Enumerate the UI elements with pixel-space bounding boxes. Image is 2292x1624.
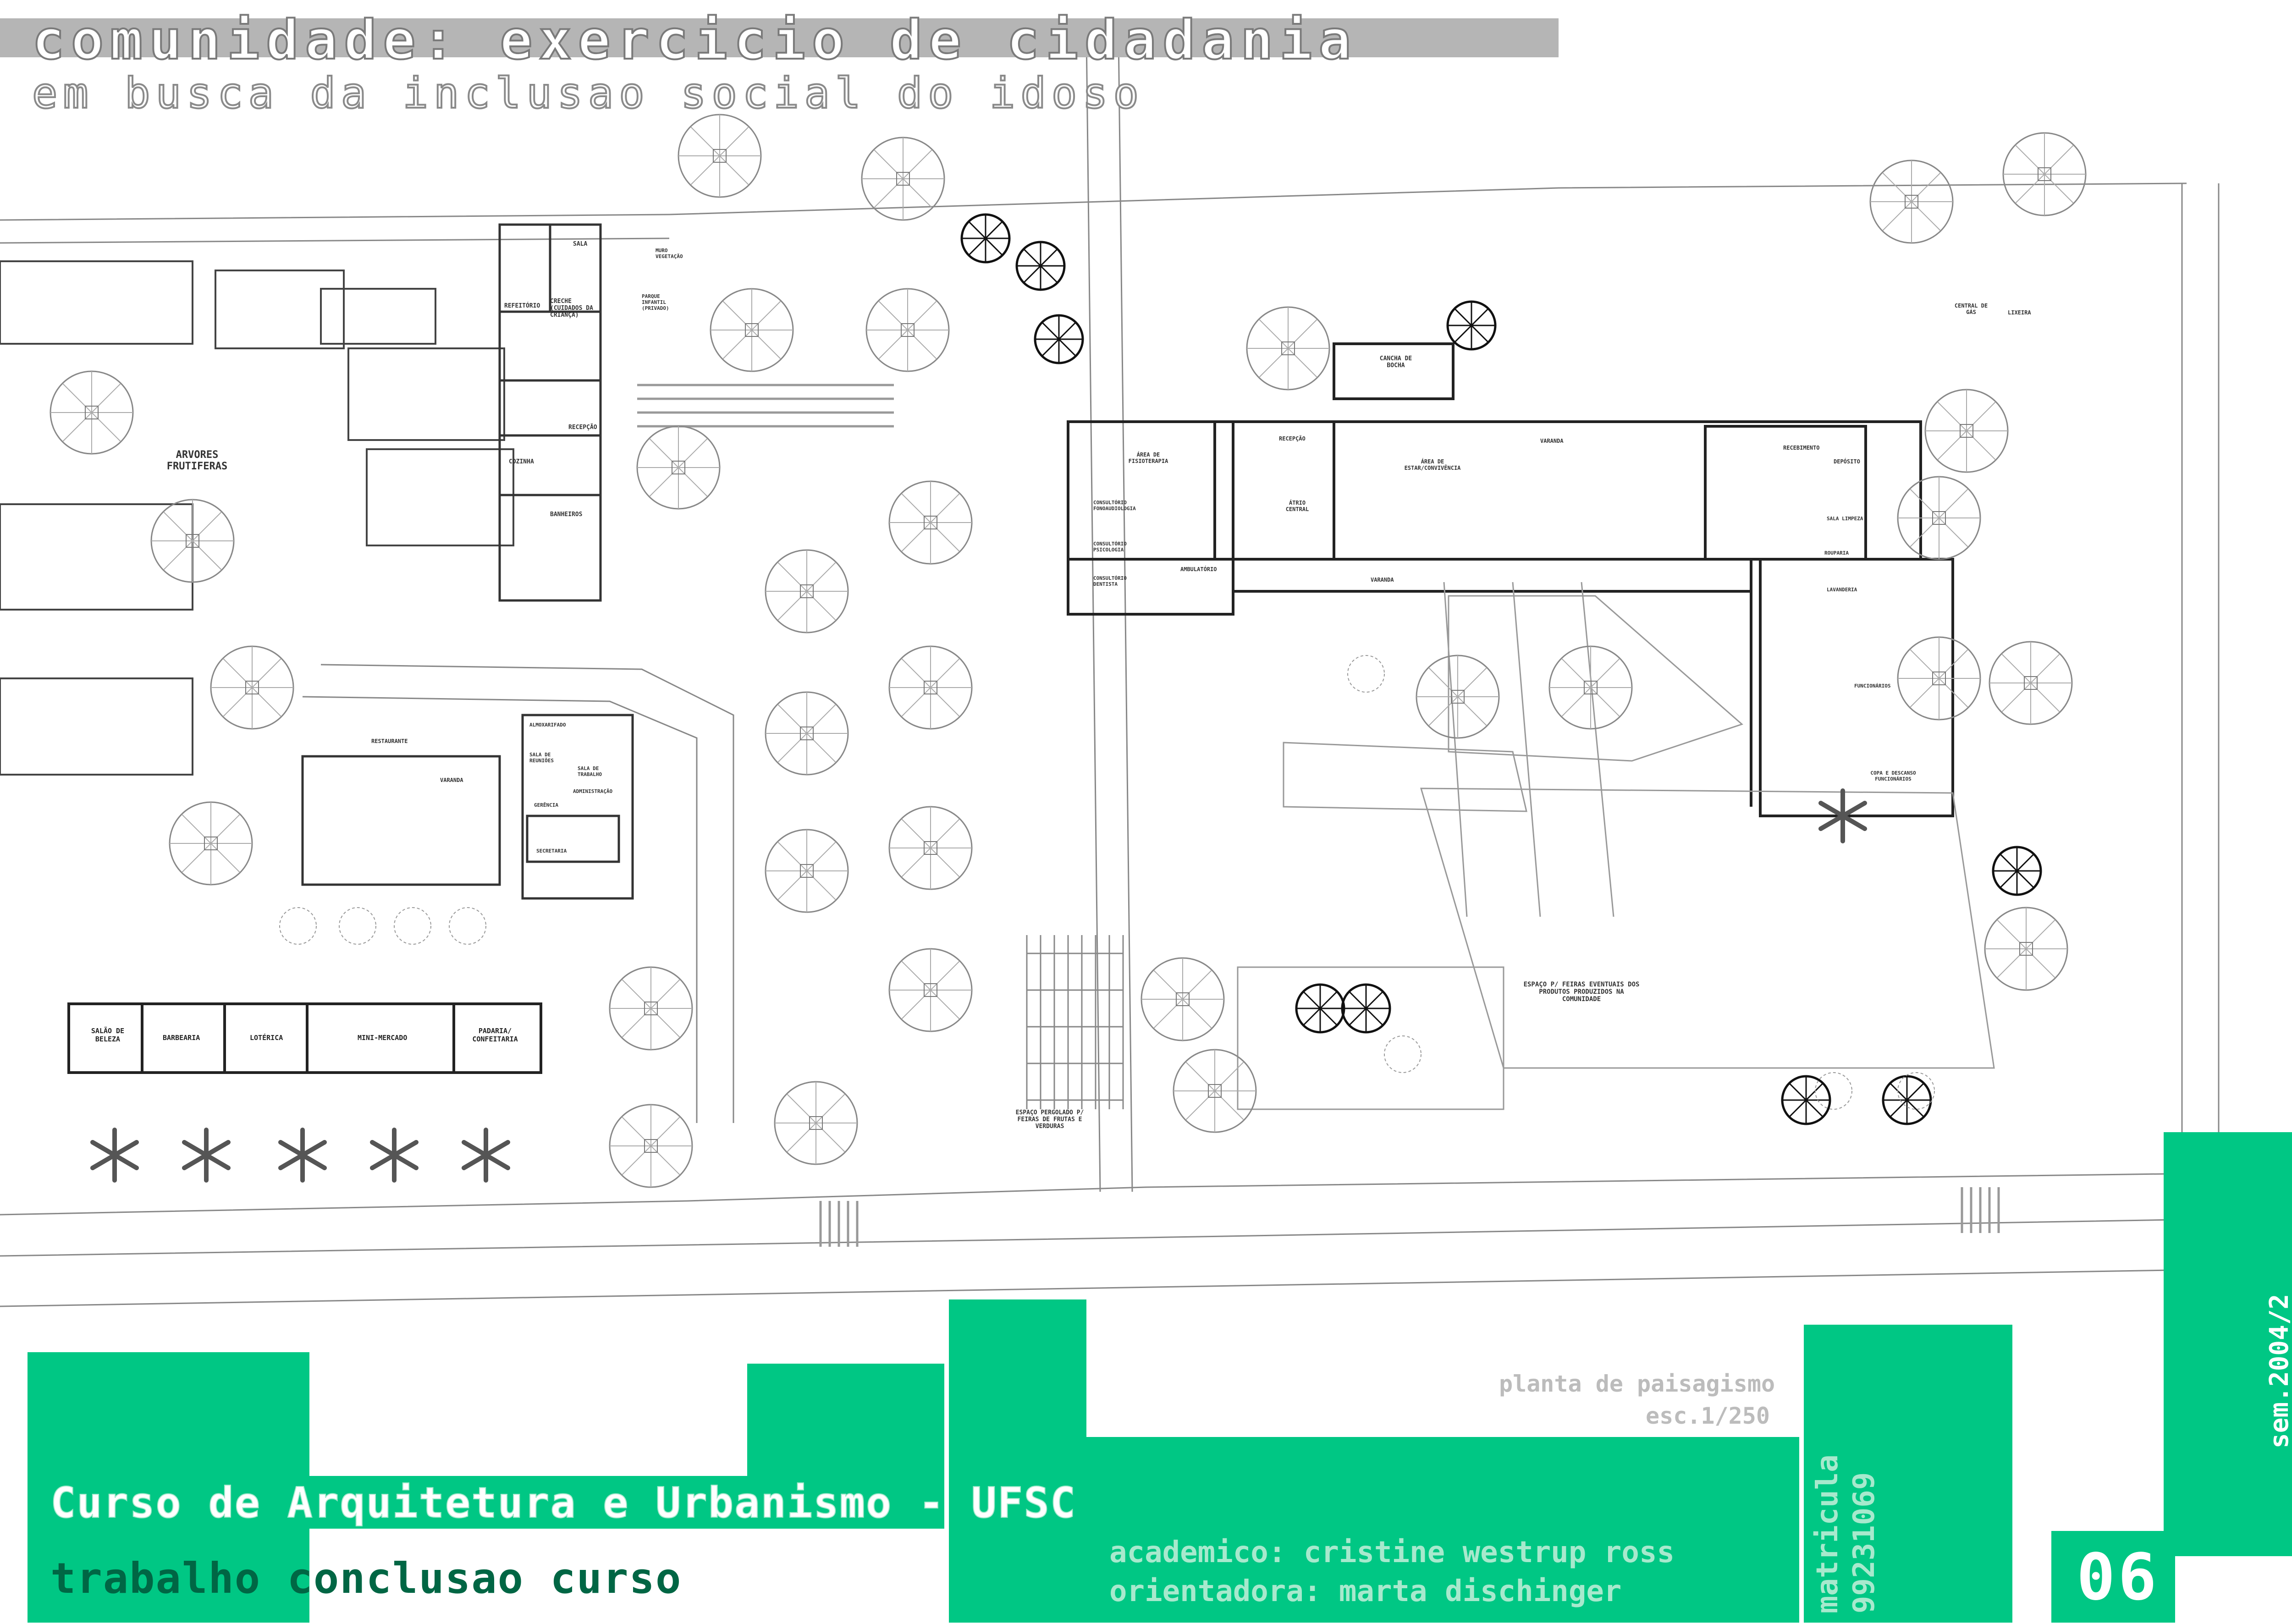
- label-sala-reunioes: SALA DE REUNIÕES: [529, 752, 554, 764]
- matricula-label: matricula: [1811, 1454, 1845, 1613]
- sheet-title: planta de paisagismo: [1499, 1371, 1775, 1397]
- matricula-number: 99231069: [1847, 1472, 1881, 1613]
- label-banheiros: BANHEIROS: [550, 511, 583, 518]
- courtyard: [1237, 582, 1995, 1110]
- label-muro: MURO VEGETAÇÃO: [656, 248, 683, 259]
- label-consult-dent: CONSULTÓRIO DENTISTA: [1093, 575, 1127, 587]
- label-consult-psico: CONSULTÓRIO PSICOLOGIA: [1093, 541, 1127, 553]
- label-area-fisio: ÁREA DE FISIOTERAPIA: [1128, 451, 1168, 464]
- label-rouparia: ROUPARIA: [1824, 550, 1849, 556]
- admin-restaurant-building: [301, 714, 634, 900]
- label-ambulatorio: AMBULATÓRIO: [1180, 566, 1217, 573]
- footer-block-tall: [949, 1299, 1086, 1623]
- label-loterica: LOTÉRICA: [250, 1034, 283, 1042]
- footer-block-course: [28, 1476, 944, 1529]
- label-sala: SALA: [573, 241, 588, 248]
- course-name: Curso de Arquitetura e Urbanismo - UFSC: [50, 1478, 1077, 1528]
- label-sala-trabalho: SALA DE TRABALHO: [578, 765, 602, 777]
- label-salao-beleza: SALÃO DE BELEZA: [91, 1027, 125, 1043]
- label-espaco-pergolado: ESPAÇO PERGOLADO P/ FEIRAS DE FRUTAS E V…: [1015, 1109, 1084, 1130]
- label-area-estar: ÁREA DE ESTAR/CONVIVÊNCIA: [1404, 458, 1461, 471]
- label-recebimento: RECEBIMENTO: [1783, 445, 1820, 451]
- label-lavanderia: LAVANDERIA: [1827, 587, 1857, 593]
- roads: [0, 36, 2220, 1329]
- footer-block-wide: [1086, 1437, 1799, 1623]
- label-central-gas: CENTRAL DE GÁS: [1954, 303, 1988, 315]
- label-parque: PARQUE INFANTIL (PRIVADO): [642, 293, 669, 311]
- footer-block-mid: [747, 1364, 944, 1478]
- crosswalks: [637, 384, 2000, 1247]
- shops-building: [67, 1002, 542, 1074]
- label-lixeira: LIXEIRA: [2008, 309, 2031, 316]
- shrubs: [279, 655, 1935, 1110]
- label-varanda-norte: VARANDA: [1540, 438, 1564, 444]
- label-barbearia: BARBEARIA: [163, 1034, 200, 1042]
- label-restaurante: RESTAURANTE: [371, 738, 408, 744]
- label-funcionarios: FUNCIONÁRIOS: [1854, 683, 1891, 689]
- label-espaco-feiras: ESPAÇO P/ FEIRAS EVENTUAIS DOS PRODUTOS …: [1523, 981, 1640, 1003]
- advisor-name: orientadora: marta dischinger: [1109, 1574, 1622, 1608]
- label-recepcao-creche: RECEPÇÃO: [568, 424, 597, 431]
- footer-block-number: [2051, 1531, 2175, 1623]
- creche-building: [498, 223, 602, 602]
- page-title: comunidade: exercicio de cidadania: [31, 7, 1358, 72]
- label-cancha: CANCHA DE BOCHA: [1379, 355, 1412, 369]
- label-cozinha: COZINHA: [509, 458, 534, 465]
- label-varanda: VARANDA: [440, 777, 463, 783]
- footer-block-right: [2164, 1132, 2292, 1556]
- label-consult-fono: CONSULTÓRIO FONOAUDIOLOGIA: [1093, 500, 1136, 512]
- sheet-number: 06: [2077, 1540, 2160, 1615]
- label-mini-mercado: MINI-MERCADO: [358, 1034, 408, 1042]
- label-creche: CRECHE (CUIDADOS DA CRIANÇA): [550, 298, 593, 319]
- label-copa: COPA E DESCANSO FUNCIONÁRIOS: [1870, 770, 1916, 782]
- title-bar: [0, 18, 1559, 57]
- label-gerencia: GERÊNCIA: [534, 802, 558, 808]
- label-almoxarifado: ALMOXARIFADO: [529, 722, 566, 728]
- label-atrio: ÁTRIO CENTRAL: [1285, 500, 1309, 512]
- housing-blocks: [0, 260, 514, 776]
- scale: esc.1/250: [1646, 1403, 1770, 1429]
- label-sala-limpeza: SALA LIMPEZA: [1827, 516, 1863, 522]
- elderly-center: [1067, 342, 1954, 817]
- label-administracao: ADMINISTRAÇÃO: [573, 788, 613, 794]
- label-deposito: DEPÓSITO: [1834, 458, 1860, 465]
- work-type: trabalho conclusao curso: [50, 1554, 682, 1603]
- footer-block-matricula: [1804, 1325, 2012, 1623]
- label-varanda-leste: VARANDA: [1371, 577, 1394, 583]
- label-recepcao: RECEPÇÃO: [1279, 435, 1306, 442]
- semester: sem.2004/2: [2264, 1294, 2292, 1448]
- student-name: academico: cristine westrup ross: [1109, 1536, 1675, 1569]
- label-secretaria: SECRETARIA: [536, 848, 567, 854]
- label-arvores: ARVORES FRUTIFERAS: [166, 449, 228, 472]
- pergola: [1026, 935, 1124, 1109]
- label-padaria: PADARIA/ CONFEITARIA: [472, 1027, 518, 1043]
- page-subtitle: em busca da inclusao social do idoso: [31, 68, 1144, 119]
- label-refeitorio: REFEITÓRIO: [504, 303, 540, 309]
